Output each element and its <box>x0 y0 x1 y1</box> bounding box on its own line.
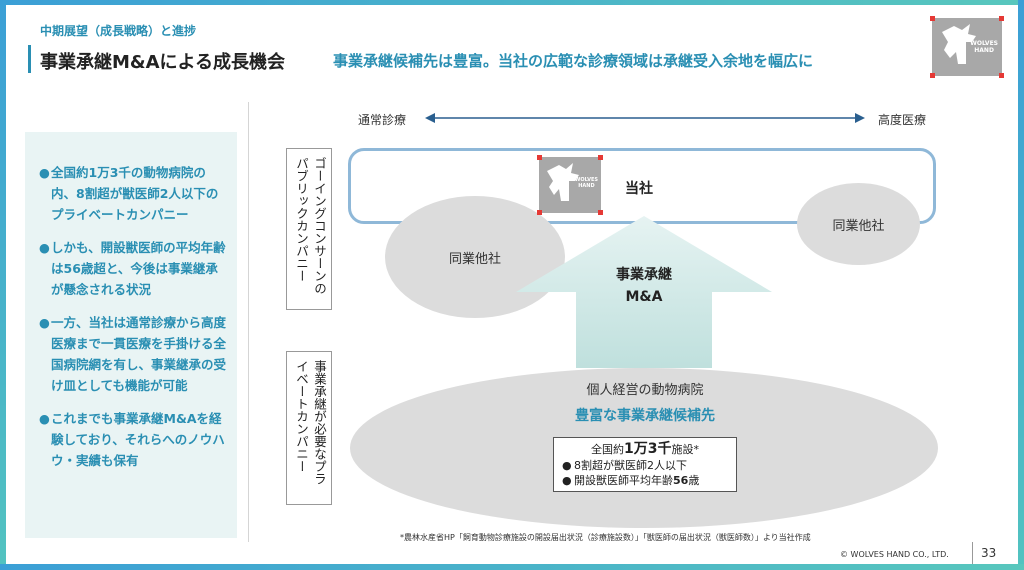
wolf-hand-icon <box>547 163 579 201</box>
private-clinics-heading: 豊富な事業承継候補先 <box>575 408 715 424</box>
title-accent-bar <box>28 45 31 73</box>
frame-bottom <box>0 564 1024 570</box>
summary-bullet: ●しかも、開設獣医師の平均年齢は56歳超と、今後は事業継承が懸念される状況 <box>39 237 229 300</box>
private-clinics-caption: 個人経営の動物病院 <box>586 383 704 398</box>
summary-bullet: ●一方、当社は通常診療から高度医療まで一貫医療を手掛ける全国病院網を有し、事業継… <box>39 312 229 396</box>
stats-count: 1万3千 <box>624 441 672 457</box>
bullet-dot-icon: ● <box>39 315 50 330</box>
bullet-dot-icon: ● <box>39 240 50 255</box>
bullet-dot-icon: ● <box>562 474 572 487</box>
stats-age-suffix: 歳 <box>688 474 700 487</box>
page-number: 33 <box>981 546 997 560</box>
peer-label: 同業他社 <box>832 218 885 234</box>
arrow-label-line2: M&A <box>625 289 663 305</box>
stats-bullet: ●開設獣医師平均年齢56歳 <box>562 473 728 488</box>
logo-corner-marker <box>598 155 603 160</box>
arrow-label: 事業承継 M&A <box>596 264 692 308</box>
summary-panel: ●全国約1万3千の動物病院の内、8割超が獣医師2人以下のプライベートカンパニー … <box>25 132 237 538</box>
logo-corner-marker <box>598 210 603 215</box>
stats-facility-count: 全国約1万3千施設* <box>562 441 728 458</box>
source-footnote: *農林水産省HP「飼育動物診療施設の開設届出状況（診療施設数）」「獣医師の届出状… <box>400 533 811 542</box>
frame-top <box>0 0 1024 5</box>
double-arrow-icon <box>425 113 865 123</box>
copyright: © WOLVES HAND CO., LTD. <box>840 550 949 559</box>
bullet-dot-icon: ● <box>562 459 572 472</box>
arrow-label-line1: 事業承継 <box>616 267 672 283</box>
summary-bullet-text: 全国約1万3千の動物病院の内、8割超が獣医師2人以下のプライベートカンパニー <box>51 165 219 222</box>
stats-suffix: 施設* <box>671 443 699 456</box>
logo-corner-marker <box>999 73 1004 78</box>
page-title: 事業承継M&Aによる成長機会 <box>40 52 285 73</box>
summary-bullet-text: しかも、開設獣医師の平均年齢は56歳超と、今後は事業継承が懸念される状況 <box>51 240 226 297</box>
column-divider <box>248 102 249 542</box>
stats-bullet: ●8割超が獣医師2人以下 <box>562 458 728 473</box>
logo-corner-marker <box>930 16 935 21</box>
peer-ellipse-right: 同業他社 <box>797 183 920 265</box>
private-company-label: 事業承継が必要なプライベートカンパニー <box>286 351 332 505</box>
stats-prefix: 全国約 <box>591 443 624 456</box>
summary-bullet-text: 一方、当社は通常診療から高度医療まで一貫医療を手掛ける全国病院網を有し、事業継承… <box>51 315 227 393</box>
axis-label-advanced: 高度医療 <box>878 113 927 127</box>
section-label: 中期展望（成長戦略）と進捗 <box>40 24 197 38</box>
logo-corner-marker <box>999 16 1004 21</box>
summary-bullet: ●これまでも事業承継M&Aを経験しており、それらへのノウハウ・実績も保有 <box>39 408 229 471</box>
page-subtitle: 事業承継候補先は豊富。当社の広範な診療領域は承継受入余地を幅広に <box>333 52 814 70</box>
frame-left <box>0 0 6 570</box>
bullet-dot-icon: ● <box>39 411 50 426</box>
up-arrow-icon <box>516 216 772 368</box>
public-company-label: ゴーイングコンサーンのパブリックカンパニー <box>286 148 332 310</box>
page-number-separator <box>972 542 973 564</box>
bullet-dot-icon: ● <box>39 165 50 180</box>
peer-label: 同業他社 <box>448 251 501 267</box>
summary-bullet-text: これまでも事業承継M&Aを経験しており、それらへのノウハウ・実績も保有 <box>51 411 225 468</box>
summary-bullet: ●全国約1万3千の動物病院の内、8割超が獣医師2人以下のプライベートカンパニー <box>39 162 229 225</box>
wolf-hand-icon <box>942 24 976 64</box>
logo-corner-marker <box>930 73 935 78</box>
logo-corner-marker <box>537 210 542 215</box>
stats-age-prefix: 開設獣医師平均年齢 <box>574 474 673 487</box>
frame-right <box>1018 0 1024 570</box>
peer-ellipse-left: 同業他社 <box>385 196 565 318</box>
company-name: 当社 <box>625 181 653 197</box>
stats-age: 56 <box>673 474 689 487</box>
stats-box: 全国約1万3千施設* ●8割超が獣医師2人以下 ●開設獣医師平均年齢56歳 <box>553 437 737 492</box>
axis-label-general: 通常診療 <box>358 113 407 127</box>
stats-bullet-text: 8割超が獣医師2人以下 <box>574 459 687 472</box>
logo-corner-marker <box>537 155 542 160</box>
